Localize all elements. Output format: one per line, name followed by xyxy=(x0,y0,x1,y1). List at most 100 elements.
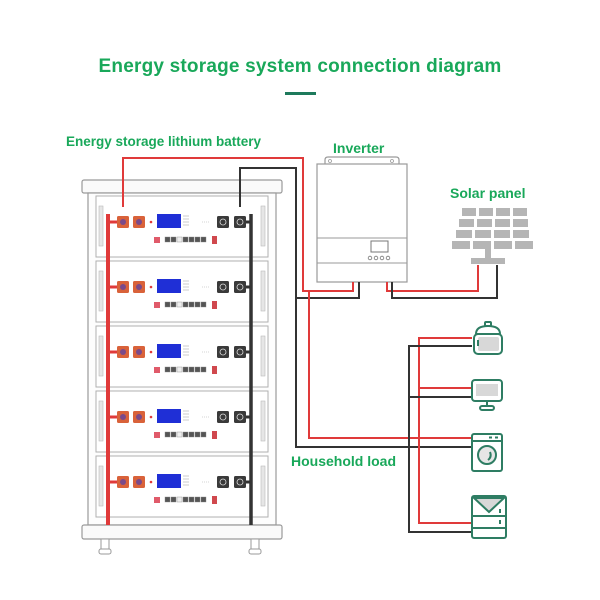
solar-cell xyxy=(452,241,470,249)
comm-port xyxy=(170,496,177,503)
inverter-display xyxy=(370,240,389,253)
comm-port xyxy=(194,496,201,503)
switch xyxy=(154,302,160,308)
household-load-label: Household load xyxy=(291,453,396,469)
rack-top-cap xyxy=(81,179,283,194)
negative-terminal xyxy=(234,281,246,293)
solar-cell xyxy=(495,219,510,227)
rack-wheel-right xyxy=(248,538,262,555)
refrigerator-icon xyxy=(471,495,507,539)
comm-port xyxy=(200,366,207,373)
diagram-title: Energy storage system connection diagram xyxy=(98,56,502,77)
solar-cell xyxy=(513,219,528,227)
lcd-display xyxy=(157,409,181,423)
comm-port xyxy=(182,431,189,438)
comm-port xyxy=(182,301,189,308)
battery-positive-wire xyxy=(122,157,354,292)
comm-port xyxy=(200,301,207,308)
household-appliances xyxy=(471,321,507,539)
comm-port xyxy=(176,236,183,243)
negative-terminal xyxy=(234,346,246,358)
comm-port xyxy=(176,301,183,308)
lcd-display xyxy=(157,214,181,228)
negative-terminal xyxy=(217,411,229,423)
comm-port xyxy=(194,301,201,308)
load-positive-bus xyxy=(418,337,472,524)
solar-cell xyxy=(462,208,476,216)
comm-port xyxy=(164,366,171,373)
breaker xyxy=(212,431,217,439)
comm-port xyxy=(176,366,183,373)
load-negative-feed xyxy=(295,298,472,448)
comm-port xyxy=(170,431,177,438)
solar-mount-base xyxy=(471,258,505,264)
negative-terminal xyxy=(234,411,246,423)
inverter-buttons xyxy=(367,255,391,261)
comm-port xyxy=(164,301,171,308)
switch xyxy=(154,237,160,243)
comm-port xyxy=(200,496,207,503)
comm-port xyxy=(188,301,195,308)
switch xyxy=(154,432,160,438)
breaker xyxy=(212,301,217,309)
negative-terminal xyxy=(234,216,246,228)
comm-port xyxy=(182,236,189,243)
solar-cell xyxy=(477,219,492,227)
lcd-display xyxy=(157,474,181,488)
solar-cell xyxy=(496,208,510,216)
inverter-body xyxy=(316,163,408,283)
breaker xyxy=(212,236,217,244)
comm-port xyxy=(170,236,177,243)
comm-port xyxy=(194,431,201,438)
comm-port xyxy=(182,366,189,373)
lcd-display xyxy=(157,344,181,358)
solar-cell xyxy=(513,208,527,216)
solar-cell xyxy=(459,219,474,227)
solar-cell xyxy=(456,230,472,238)
battery-module xyxy=(95,390,269,453)
comm-port xyxy=(188,431,195,438)
solar-mount-post xyxy=(485,249,491,259)
solar-cell xyxy=(473,241,491,249)
solar-cell xyxy=(479,208,493,216)
solar-cell xyxy=(515,241,533,249)
comm-port xyxy=(200,431,207,438)
comm-port xyxy=(194,236,201,243)
battery-module xyxy=(95,260,269,323)
load-negative-bus xyxy=(408,345,472,533)
breaker xyxy=(212,496,217,504)
battery-module xyxy=(95,325,269,388)
negative-terminal xyxy=(234,476,246,488)
lcd-display xyxy=(157,279,181,293)
battery-label: Energy storage lithium battery xyxy=(66,134,262,149)
comm-port xyxy=(164,431,171,438)
comm-port xyxy=(182,496,189,503)
inverter-label: Inverter xyxy=(333,140,385,156)
load-positive-feed xyxy=(308,291,472,439)
comm-port xyxy=(170,366,177,373)
comm-port xyxy=(188,366,195,373)
comm-port xyxy=(170,301,177,308)
solar-negative-wire xyxy=(391,265,498,299)
inverter xyxy=(316,156,408,283)
negative-terminal xyxy=(217,281,229,293)
switch xyxy=(154,497,160,503)
solar-cell xyxy=(494,230,510,238)
title-underline xyxy=(285,92,316,95)
rack-base xyxy=(81,524,283,540)
wires xyxy=(106,157,498,533)
solar-panel-label: Solar panel xyxy=(450,185,526,201)
computer-monitor-icon xyxy=(471,379,503,411)
negative-terminal xyxy=(217,476,229,488)
comm-port xyxy=(164,236,171,243)
solar-cell xyxy=(494,241,512,249)
comm-port xyxy=(188,236,195,243)
breaker xyxy=(212,366,217,374)
battery-module xyxy=(95,455,269,518)
solar-panel-icon xyxy=(452,208,533,264)
solar-cell xyxy=(475,230,491,238)
comm-port xyxy=(200,236,207,243)
negative-terminal xyxy=(217,216,229,228)
negative-terminal xyxy=(217,346,229,358)
